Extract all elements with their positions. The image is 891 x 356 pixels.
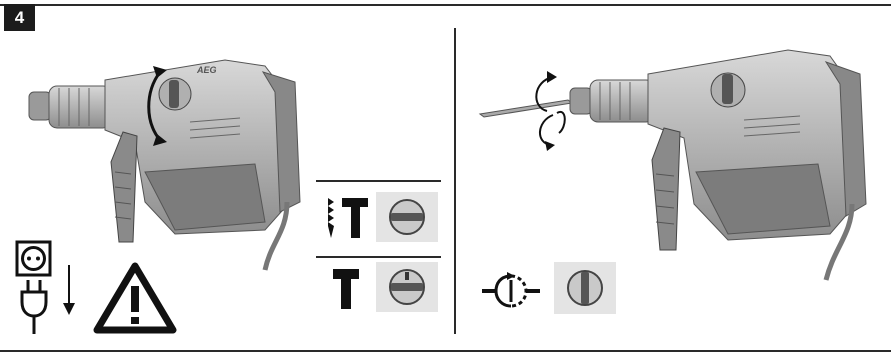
- step-number-badge: 4: [4, 4, 35, 31]
- mode-table-rule-middle: [316, 256, 441, 258]
- rotation-arrows-icon: [523, 67, 567, 153]
- selector-chisel-rotation-position: [554, 262, 616, 314]
- selector-chisel-position: [376, 262, 438, 312]
- selector-hammer-drill-position: [376, 192, 438, 242]
- panel-divider: [454, 28, 456, 334]
- bottom-rule: [0, 350, 891, 352]
- rotary-hammer-drill-left: [25, 52, 305, 272]
- unplug-icon: [20, 280, 50, 335]
- hammer-drill-mode-icon: [322, 196, 370, 240]
- top-rule: [0, 4, 891, 6]
- arrow-down-icon: [62, 265, 76, 315]
- mode-table-rule-top: [316, 180, 441, 182]
- rotary-hammer-drill-right: [568, 44, 868, 284]
- chisel-mode-icon: [332, 268, 360, 310]
- power-socket-icon: [16, 241, 52, 277]
- drill-brand-label: AEG: [197, 65, 217, 75]
- chisel-rotation-icon: [482, 272, 540, 310]
- warning-icon: [93, 262, 177, 334]
